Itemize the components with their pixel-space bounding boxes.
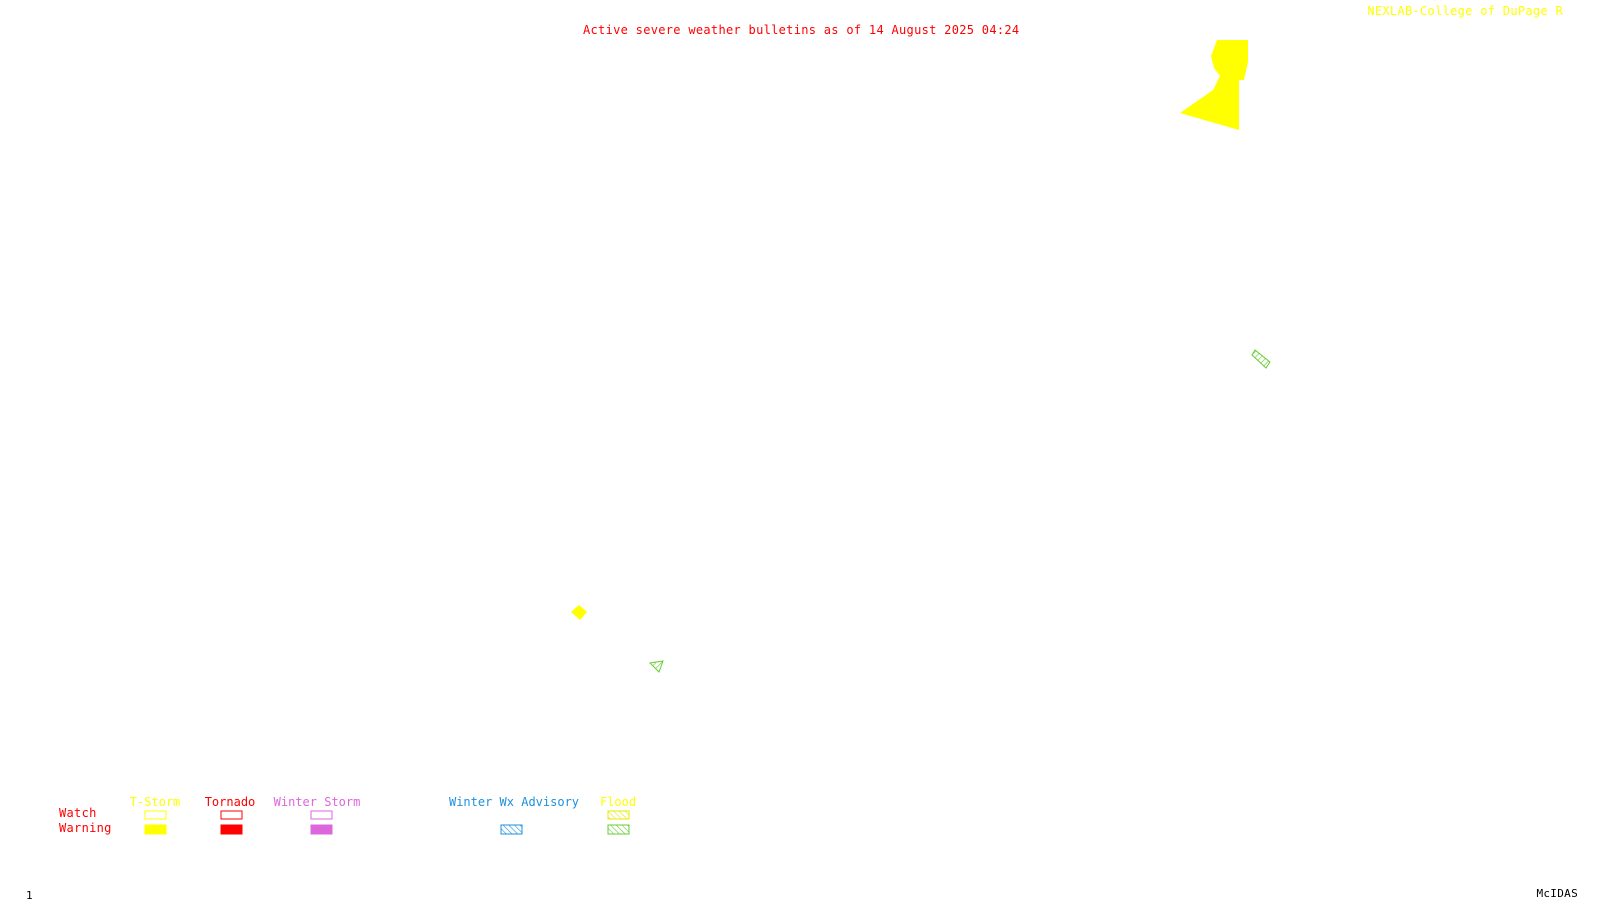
legend-winter-storm-warning-swatch: [310, 824, 333, 835]
legend-row-watch: Watch: [59, 806, 97, 820]
bulletin-flood-warning-south: [648, 660, 664, 673]
data-credit: NEXLAB-College of DuPage R: [1367, 4, 1563, 18]
bulletin-tstorm-warning-northeast: [1180, 40, 1248, 130]
legend-flood-watch-swatch: [607, 810, 630, 820]
legend-winter-wx-advisory-swatch: [500, 824, 523, 835]
legend-header-tstorm: T-Storm: [129, 795, 181, 809]
bulletin-tstorm-warning-south: [571, 605, 587, 620]
legend-header-tornado: Tornado: [204, 795, 256, 809]
legend-tstorm-watch-swatch: [144, 810, 167, 820]
legend-header-winter-wx-advisory: Winter Wx Advisory: [448, 795, 580, 809]
legend-row-warning: Warning: [59, 821, 112, 835]
legend-header-winter-storm: Winter Storm: [273, 795, 361, 809]
frame-number: 1: [26, 889, 33, 902]
legend-header-flood: Flood: [599, 795, 637, 809]
legend-tornado-warning-swatch: [220, 824, 243, 835]
map-title: Active severe weather bulletins as of 14…: [583, 23, 1020, 37]
software-label: McIDAS: [1536, 887, 1578, 900]
legend-tornado-watch-swatch: [220, 810, 243, 820]
legend-tstorm-warning-swatch: [144, 824, 167, 835]
legend-winter-storm-watch-swatch: [310, 810, 333, 820]
legend-flood-warning-swatch: [607, 824, 630, 835]
bulletin-flood-warning-east: [1251, 349, 1271, 369]
